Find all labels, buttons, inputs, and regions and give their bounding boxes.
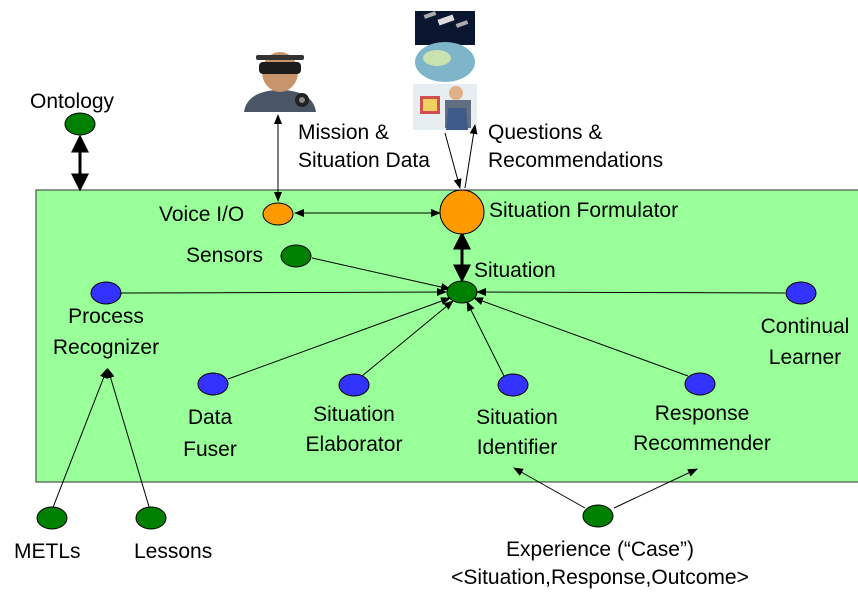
voice-io-node bbox=[262, 202, 294, 226]
lessons-process-link bbox=[106, 368, 151, 511]
operator-with-headset-icon bbox=[240, 52, 320, 112]
mission-data-label-line2: Situation Data bbox=[298, 149, 430, 172]
data-fuser-label-line1: Data bbox=[188, 406, 233, 429]
continual-learner-label-line1: Continual bbox=[761, 315, 850, 338]
questions-label-line2: Recommendations bbox=[488, 149, 663, 172]
process-recognizer-node bbox=[90, 281, 122, 305]
situation-formulator-label: Situation Formulator bbox=[489, 199, 678, 222]
experience-label-line1: Experience (“Case”) bbox=[506, 538, 694, 561]
data-fuser-label-line2: Fuser bbox=[183, 438, 237, 461]
situation-identifier-label-line1: Situation bbox=[476, 406, 558, 429]
experience-label-line2: <Situation,Response,Outcome> bbox=[451, 566, 749, 589]
lessons-node bbox=[135, 506, 167, 530]
system-panel bbox=[35, 189, 858, 483]
process-situation-link bbox=[120, 288, 447, 297]
ontology-label: Ontology bbox=[30, 90, 115, 113]
sensors-situation-link bbox=[311, 257, 451, 291]
continual-learner-node bbox=[785, 281, 817, 305]
fuser-situation-link bbox=[227, 297, 451, 380]
response-recommender-label-line1: Response bbox=[655, 402, 750, 425]
recommender-situation-link bbox=[473, 297, 689, 377]
situation-elaborator-label-line1: Situation bbox=[313, 403, 395, 426]
situation-identifier-node bbox=[497, 373, 529, 397]
situation-formulator-node bbox=[439, 189, 485, 235]
metls-node bbox=[36, 506, 68, 530]
situation-elaborator-node bbox=[338, 373, 370, 397]
learner-situation-link bbox=[476, 288, 786, 297]
situation-label: Situation bbox=[474, 259, 556, 282]
sensors-node bbox=[280, 244, 312, 268]
situation-identifier-label-line2: Identifier bbox=[477, 436, 558, 459]
situation-node bbox=[446, 280, 478, 304]
lessons-label: Lessons bbox=[134, 540, 212, 563]
sensors-label: Sensors bbox=[186, 244, 263, 267]
ontology-node bbox=[64, 112, 96, 136]
elaborator-situation-link bbox=[361, 300, 454, 377]
process-recognizer-label-line2: Recognizer bbox=[53, 336, 159, 359]
continual-learner-label-line2: Learner bbox=[769, 346, 841, 369]
analyst-with-satellite-icon bbox=[413, 11, 477, 130]
experience-identifier-link bbox=[513, 467, 586, 509]
experience-recommender-link bbox=[613, 468, 698, 509]
mission-data-label-line1: Mission & bbox=[298, 121, 389, 144]
voice-io-label: Voice I/O bbox=[159, 203, 244, 226]
process-recognizer-label-line1: Process bbox=[68, 305, 144, 328]
questions-label-line1: Questions & bbox=[488, 121, 602, 144]
analyst-formulator-link-out bbox=[464, 124, 478, 189]
response-recommender-node bbox=[684, 372, 716, 396]
experience-node bbox=[582, 504, 614, 528]
metls-process-link bbox=[51, 368, 108, 511]
situation-elaborator-label-line2: Elaborator bbox=[306, 433, 403, 456]
metls-label: METLs bbox=[14, 540, 81, 563]
identifier-situation-link bbox=[466, 301, 505, 377]
response-recommender-label-line2: Recommender bbox=[633, 432, 771, 455]
data-fuser-node bbox=[197, 372, 229, 396]
analyst-formulator-link-in bbox=[444, 132, 462, 189]
